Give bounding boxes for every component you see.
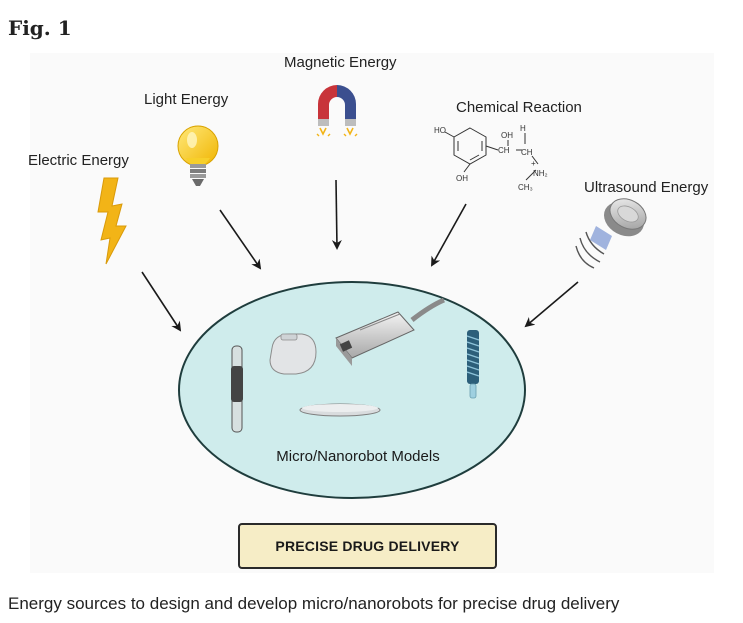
lightning-bolt-icon (97, 177, 127, 265)
chem-oh-chain: OH (501, 131, 513, 140)
figure-label: Fig. 1 (8, 16, 72, 40)
rod-robot-icon (231, 345, 243, 433)
chem-plus: + (531, 159, 536, 168)
chem-h: H (520, 124, 526, 133)
drug-delivery-label: PRECISE DRUG DELIVERY (275, 538, 460, 554)
chem-ch3: CH₃ (518, 183, 533, 192)
robot-models-label: Micro/Nanorobot Models (276, 448, 440, 465)
arrow-magnetic (331, 179, 342, 250)
magnetic-energy-label: Magnetic Energy (284, 54, 397, 71)
electric-energy-label: Electric Energy (28, 152, 129, 169)
light-energy-label: Light Energy (144, 91, 229, 108)
figure-caption: Energy sources to design and develop mic… (8, 594, 620, 613)
horseshoe-magnet-icon (316, 85, 358, 137)
probe-device-icon (335, 297, 446, 366)
chem-ch-right: CH (521, 148, 533, 157)
chemical-reaction-label: Chemical Reaction (456, 99, 582, 116)
chem-nh2: NH₂ (533, 169, 548, 178)
chemical-structure-icon (444, 127, 539, 181)
arrow-ultrasound (524, 281, 579, 328)
arrow-electric (141, 271, 182, 332)
chem-ch-left: CH (498, 146, 510, 155)
chem-ho: HO (434, 126, 446, 135)
robot-models-ellipse (178, 281, 526, 499)
arrow-chemical (431, 203, 467, 267)
chemical-structure-text: HO OH OH H CH CH + NH₂ CH₃ (434, 124, 548, 192)
capsule-device-icon (269, 333, 317, 375)
drug-delivery-box: PRECISE DRUG DELIVERY (238, 523, 497, 569)
arrow-light (219, 209, 262, 270)
chem-oh-ring: OH (456, 174, 468, 183)
ultrasound-transducer-icon (575, 198, 647, 269)
ultrasound-energy-label: Ultrasound Energy (584, 179, 709, 196)
helical-robot-icon (466, 330, 480, 399)
light-bulb-icon (177, 125, 219, 186)
disc-robot-icon (299, 403, 381, 417)
